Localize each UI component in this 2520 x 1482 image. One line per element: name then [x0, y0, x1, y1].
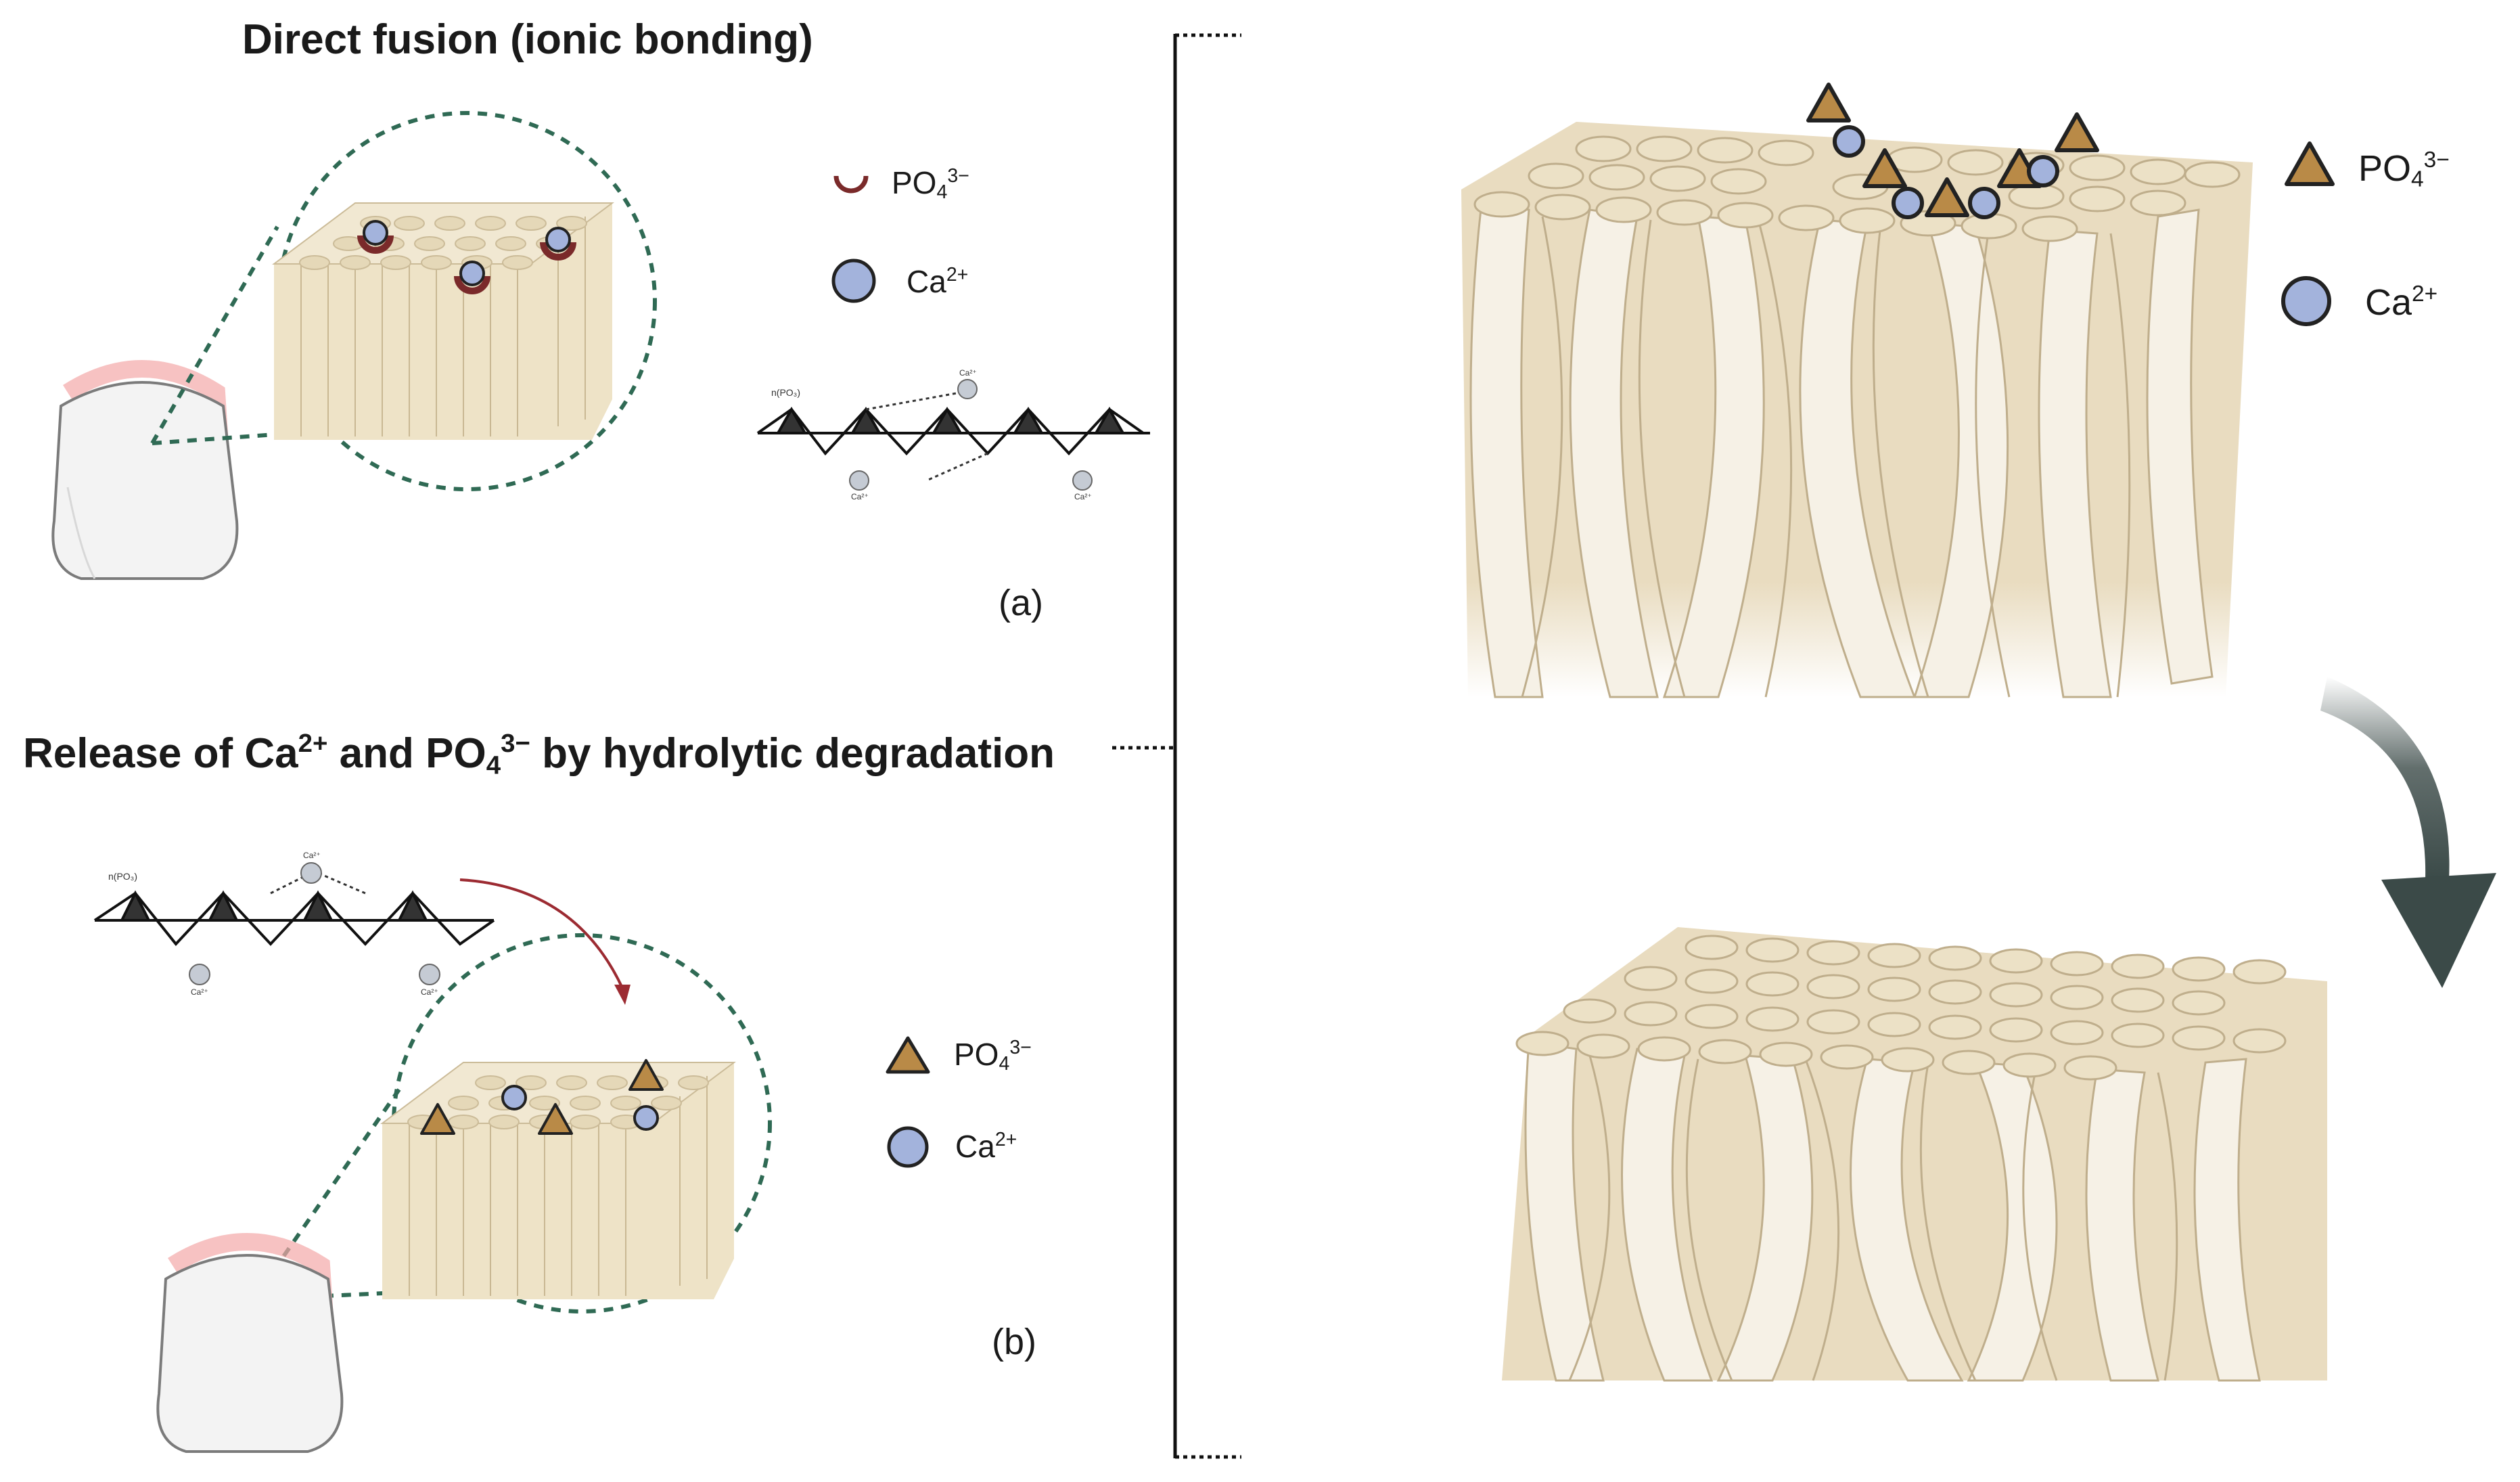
- legend-a-phosphate: PO43−: [892, 165, 969, 204]
- chain-a-polymer-label: n(PO₃): [771, 387, 800, 398]
- chain-b-ion-label-3: Ca²⁺: [421, 987, 438, 997]
- calcium-icon-b: [887, 1126, 929, 1168]
- panel-b-label: (b): [992, 1322, 1036, 1362]
- enamel-block-a: [272, 202, 614, 440]
- magnifier-circle-a: [150, 111, 657, 491]
- release-arrow-b: [459, 878, 631, 1005]
- legend-right-calcium: Ca2+: [2365, 282, 2438, 323]
- chain-a-ion-label-1: Ca²⁺: [959, 368, 977, 378]
- legend-right-phosphate: PO43−: [2358, 148, 2450, 192]
- chain-a-ion-label-2: Ca²⁺: [851, 492, 869, 501]
- phosphate-ring-icon-a: [833, 175, 869, 194]
- remineralization-arrow: [2320, 677, 2496, 988]
- legend-a-calcium: Ca2+: [907, 264, 969, 300]
- polyphosphate-chain-a: n(PO₃) Ca²⁺ Ca²⁺ Ca²⁺: [756, 368, 1150, 501]
- enamel-block-large-after: [1502, 927, 2327, 1382]
- calcium-icon-a: [831, 259, 876, 303]
- panel-b-title: Release of Ca2+ and PO43− by hydrolytic …: [23, 729, 1055, 780]
- phosphate-triangle-icon-b: [886, 1036, 930, 1074]
- calcium-icon-right: [2281, 276, 2331, 326]
- legend-b-phosphate: PO43−: [954, 1037, 1032, 1075]
- chain-b-ion-label-1: Ca²⁺: [303, 851, 321, 860]
- chain-a-ion-label-3: Ca²⁺: [1074, 492, 1092, 501]
- tooth-b-illustration: [156, 1233, 344, 1453]
- phosphate-triangle-icon-right: [2285, 141, 2335, 186]
- legend-b-calcium: Ca2+: [955, 1129, 1017, 1165]
- enamel-block-large-before: [1461, 83, 2253, 698]
- panel-a-title: Direct fusion (ionic bonding): [242, 16, 813, 63]
- tooth-a-illustration: [51, 360, 239, 580]
- enamel-block-b: [380, 1059, 736, 1299]
- polyphosphate-chain-b: n(PO₃) Ca²⁺ Ca²⁺ Ca²⁺: [93, 851, 495, 997]
- panel-a-label: (a): [999, 583, 1043, 623]
- chain-b-polymer-label: n(PO₃): [108, 871, 137, 882]
- chain-b-ion-label-2: Ca²⁺: [191, 987, 208, 997]
- bracket-divider: [1112, 33, 1241, 1459]
